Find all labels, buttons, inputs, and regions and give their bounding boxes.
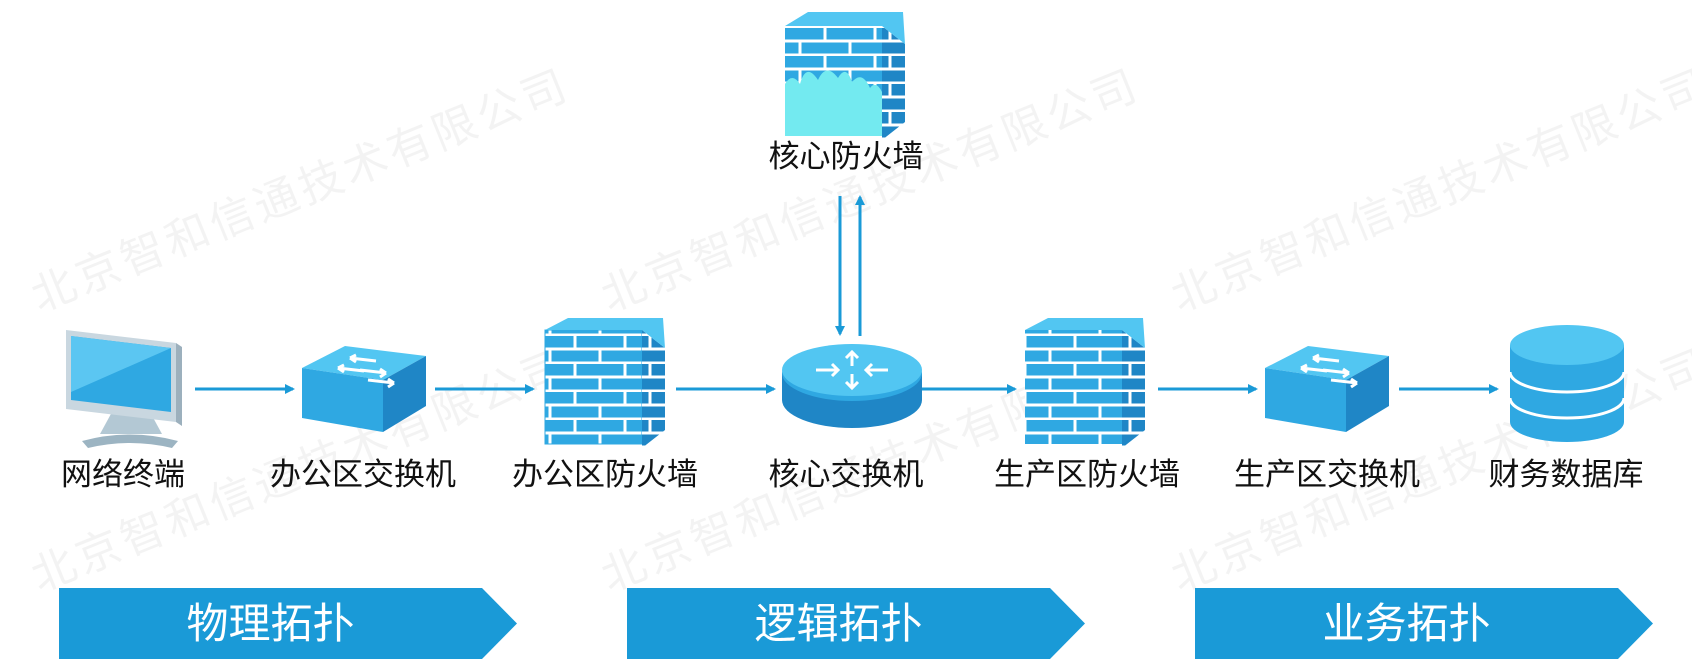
label-finance-db: 财务数据库: [1488, 457, 1644, 493]
database-icon: [1508, 325, 1626, 442]
label-terminal: 网络终端: [61, 457, 185, 493]
core-router-icon: [782, 344, 922, 428]
banner-arrow-shape: [59, 588, 517, 659]
banner-physical-label: 物理拓扑: [186, 599, 355, 648]
banner-physical-topology: 物理拓扑: [59, 588, 517, 659]
label-core-switch: 核心交换机: [768, 457, 924, 493]
banner-arrow-shape: [1195, 588, 1653, 659]
monitor-icon: [66, 330, 182, 448]
label-office-firewall: 办公区防火墙: [512, 457, 698, 493]
flame-icon: [785, 70, 882, 136]
label-prod-firewall: 生产区防火墙: [994, 457, 1180, 493]
label-prod-switch: 生产区交换机: [1234, 457, 1420, 493]
label-office-switch: 办公区交换机: [270, 457, 456, 493]
prod-switch-icon: [1265, 346, 1389, 432]
prod-firewall-icon: [1025, 318, 1145, 448]
banner-logical-label: 逻辑拓扑: [754, 599, 923, 648]
banner-business-label: 业务拓扑: [1322, 599, 1491, 648]
banner-arrow-shape: [627, 588, 1085, 659]
core-firewall-icon: [785, 12, 905, 140]
office-switch-icon: [302, 346, 426, 432]
office-firewall-icon: [544, 318, 665, 448]
connectors: [195, 195, 1499, 394]
banner-business-topology: 业务拓扑: [1195, 588, 1653, 659]
banner-logical-topology: 逻辑拓扑: [627, 588, 1085, 659]
label-core-firewall: 核心防火墙: [768, 139, 924, 175]
